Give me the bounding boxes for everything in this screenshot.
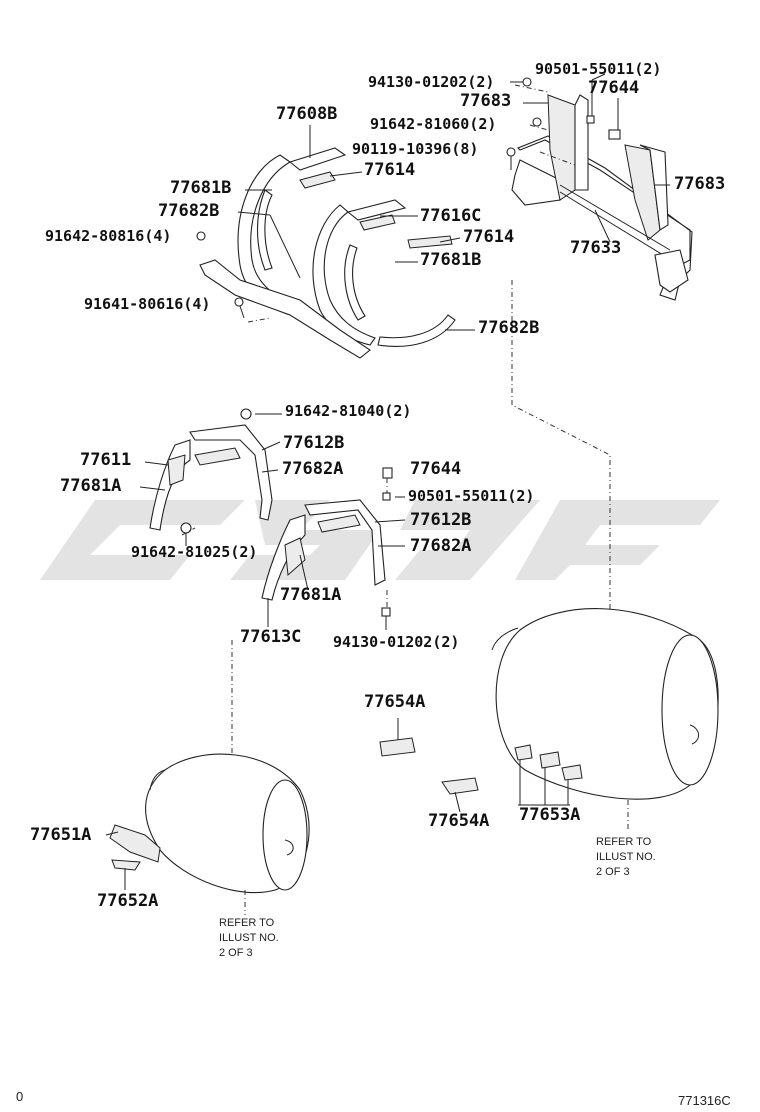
- label-94130-01202-top: 94130-01202(2): [368, 73, 495, 91]
- label-91642-81025: 91642-81025(2): [131, 543, 258, 561]
- rear-bracket-assembly: [506, 77, 693, 301]
- air-tank-right: [491, 608, 719, 805]
- label-91642-80816: 91642-80816(4): [45, 227, 172, 245]
- label-77616c: 77616C: [420, 206, 482, 226]
- label-77613c: 77613C: [240, 627, 302, 647]
- label-77651a: 77651A: [30, 825, 92, 845]
- label-77614-lower: 77614: [463, 227, 515, 247]
- label-77681b-right: 77681B: [420, 250, 482, 270]
- label-77644-top: 77644: [588, 78, 640, 98]
- label-91642-81040: 91642-81040(2): [285, 402, 412, 420]
- label-77681b-left: 77681B: [170, 178, 232, 198]
- label-90501-55011-middle: 90501-55011(2): [408, 487, 535, 505]
- label-91641-80616: 91641-80616(4): [84, 295, 211, 313]
- pad-77654a-lower: [441, 777, 479, 795]
- upper-band-assembly: [196, 147, 456, 359]
- label-77611: 77611: [80, 450, 132, 470]
- label-90119-10396: 90119-10396(8): [352, 140, 479, 158]
- refer-note-right: REFER TO ILLUST NO. 2 OF 3: [596, 836, 656, 878]
- refer-note-left: REFER TO ILLUST NO. 2 OF 3: [219, 917, 279, 959]
- air-tank-left: [109, 753, 310, 894]
- label-94130-01202-middle: 94130-01202(2): [333, 633, 460, 651]
- label-77683-upper: 77683: [460, 91, 512, 111]
- label-77681a-right: 77681A: [280, 585, 342, 605]
- middle-band-assembly: [149, 408, 393, 617]
- leader-lines: [105, 73, 670, 890]
- label-91642-81060: 91642-81060(2): [370, 115, 497, 133]
- label-77608b: 77608B: [276, 104, 338, 124]
- pad-77654a-upper: [379, 737, 416, 757]
- label-77612b-right: 77612B: [410, 510, 472, 530]
- label-77682a-right: 77682A: [410, 536, 472, 556]
- label-77653a: 77653A: [519, 805, 581, 825]
- label-77682b-right: 77682B: [478, 318, 540, 338]
- label-77652a: 77652A: [97, 891, 159, 911]
- label-77654a-upper: 77654A: [364, 692, 426, 712]
- brand-logo-watermark: [40, 500, 720, 580]
- footer-left-marker: 0: [16, 1089, 24, 1104]
- label-77644-middle: 77644: [410, 459, 462, 479]
- label-90501-55011-top: 90501-55011(2): [535, 60, 662, 78]
- label-77654a-lower: 77654A: [428, 811, 490, 831]
- label-77612b-left: 77612B: [283, 433, 345, 453]
- label-77681a-left: 77681A: [60, 476, 122, 496]
- label-77682b-left: 77682B: [158, 201, 220, 221]
- label-77633: 77633: [570, 238, 622, 258]
- footer-illustration-code: 771316C: [678, 1093, 731, 1108]
- label-77683-right: 77683: [674, 174, 726, 194]
- label-77682a-left: 77682A: [282, 459, 344, 479]
- label-77614-upper: 77614: [364, 160, 416, 180]
